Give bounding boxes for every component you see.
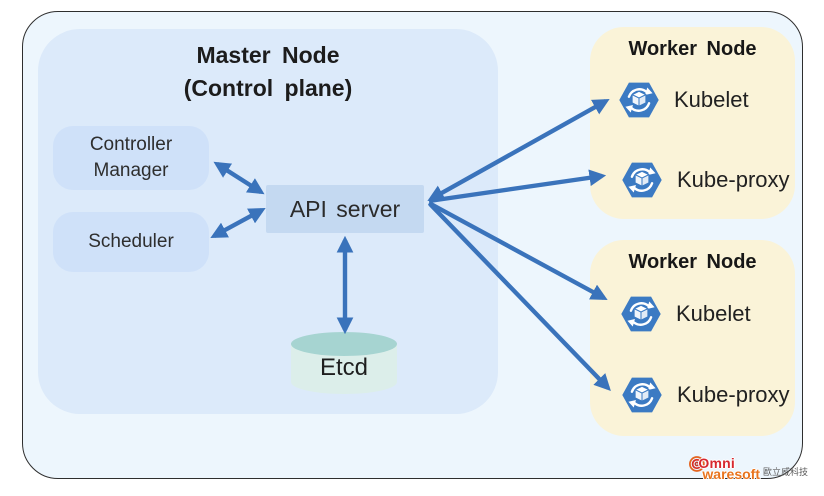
kube-proxy-icon [620, 158, 664, 202]
scheduler-box: Scheduler [53, 212, 209, 272]
kubelet-icon [619, 292, 663, 336]
api-server-box: API server [266, 185, 424, 233]
logo-brand-line2: waresoft [702, 466, 760, 482]
master-node-title-line1: Master Node [196, 42, 340, 68]
master-node-panel: Master Node (Control plane) Controller M… [38, 29, 498, 414]
scheduler-label: Scheduler [88, 231, 174, 253]
controller-manager-box: Controller Manager [53, 126, 209, 190]
controller-manager-label-line2: Manager [93, 160, 169, 181]
worker-node-panel-1: Worker Node Kubelet Kube-proxy [590, 27, 795, 219]
omniwaresoft-wordmark: Omni waresoft [698, 456, 760, 481]
kube-proxy-icon [620, 373, 664, 417]
database-cylinder-icon [291, 332, 397, 394]
kubelet-label: Kubelet [676, 301, 751, 326]
api-server-label: API server [289, 195, 401, 222]
kubelet-label: Kubelet [674, 87, 749, 112]
kubelet-icon [617, 78, 661, 122]
kube-proxy-row: Kube-proxy [620, 158, 790, 202]
master-node-title-line2: (Control plane) [183, 75, 353, 102]
etcd-label: Etcd [319, 354, 369, 381]
kube-proxy-row: Kube-proxy [620, 373, 790, 417]
kubelet-row: Kubelet [619, 292, 751, 336]
omniwaresoft-logo: Omni waresoft 歐立威科技 [688, 443, 808, 481]
worker-node-2-title: Worker Node [628, 251, 757, 273]
controller-manager-label-line1: Controller [89, 134, 173, 156]
logo-brand-line1: Omni [698, 455, 735, 471]
kube-proxy-label: Kube-proxy [677, 167, 790, 192]
logo-company-name: 歐立威科技 [762, 467, 808, 477]
omniwaresoft-swirl-icon [689, 456, 705, 472]
etcd-database: Etcd [291, 332, 397, 398]
master-node-title: Master Node (Control plane) [38, 39, 498, 106]
worker-node-1-title: Worker Node [628, 38, 757, 60]
kubelet-row: Kubelet [617, 78, 749, 122]
kube-proxy-label: Kube-proxy [677, 382, 790, 407]
worker-node-panel-2: Worker Node Kubelet Kube-proxy [590, 240, 795, 436]
